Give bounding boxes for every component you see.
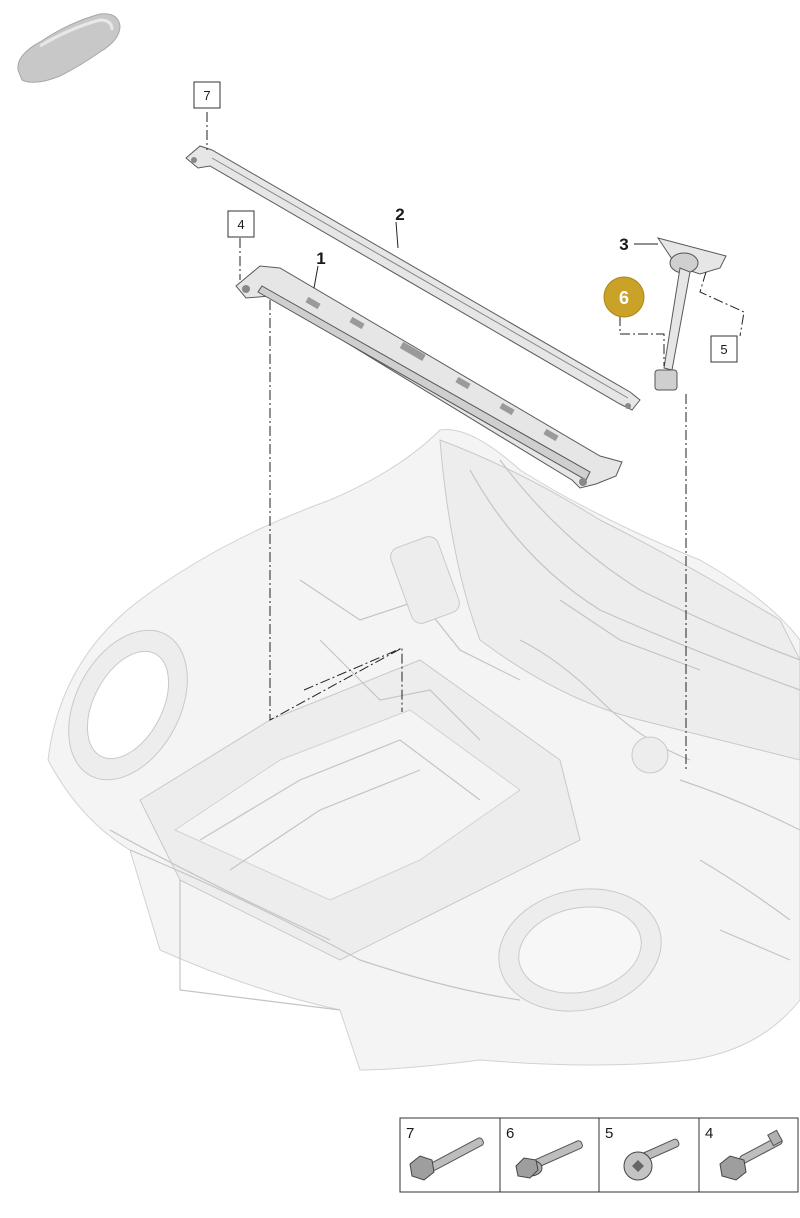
callout-2-label[interactable]: 2 xyxy=(395,205,404,224)
callout-6-highlight[interactable]: 6 xyxy=(603,276,645,318)
legend-number-4: 4 xyxy=(705,1125,713,1142)
bolt-flange-hex-icon xyxy=(409,1137,484,1181)
callout-7-box[interactable]: 7 xyxy=(193,81,221,109)
legend-number-6: 6 xyxy=(506,1125,514,1142)
callout-5-label: 5 xyxy=(720,342,727,357)
callout-4-label: 4 xyxy=(237,217,244,232)
callout-6-label: 6 xyxy=(619,288,629,308)
part-1-cross-member xyxy=(235,265,623,489)
body-structure-ghost xyxy=(47,429,800,1071)
legend-cell-6[interactable]: 6 xyxy=(506,1125,583,1179)
fastener-legend: 7 6 5 4 xyxy=(399,1117,799,1193)
callout-3-label[interactable]: 3 xyxy=(619,235,628,254)
callout-1-label[interactable]: 1 xyxy=(316,249,325,268)
callout-7-label: 7 xyxy=(203,88,210,103)
callout-5-box[interactable]: 5 xyxy=(710,335,738,363)
bolt-torx-head-icon xyxy=(623,1138,680,1181)
part-2-strut-bar xyxy=(185,145,641,411)
callout-4-box[interactable]: 4 xyxy=(227,210,255,238)
leader-lines xyxy=(206,112,745,770)
legend-cell-7[interactable]: 7 xyxy=(406,1125,484,1181)
legend-number-5: 5 xyxy=(605,1125,613,1142)
legend-number-7: 7 xyxy=(406,1125,414,1142)
part-3-strut-brace xyxy=(654,237,727,391)
car-thumbnail-icon xyxy=(17,13,121,83)
legend-cell-4[interactable]: 4 xyxy=(705,1125,783,1181)
bolt-washer-hex-icon xyxy=(515,1140,583,1179)
legend-cell-5[interactable]: 5 xyxy=(605,1125,680,1181)
bolt-hex-collar-icon xyxy=(719,1129,783,1181)
